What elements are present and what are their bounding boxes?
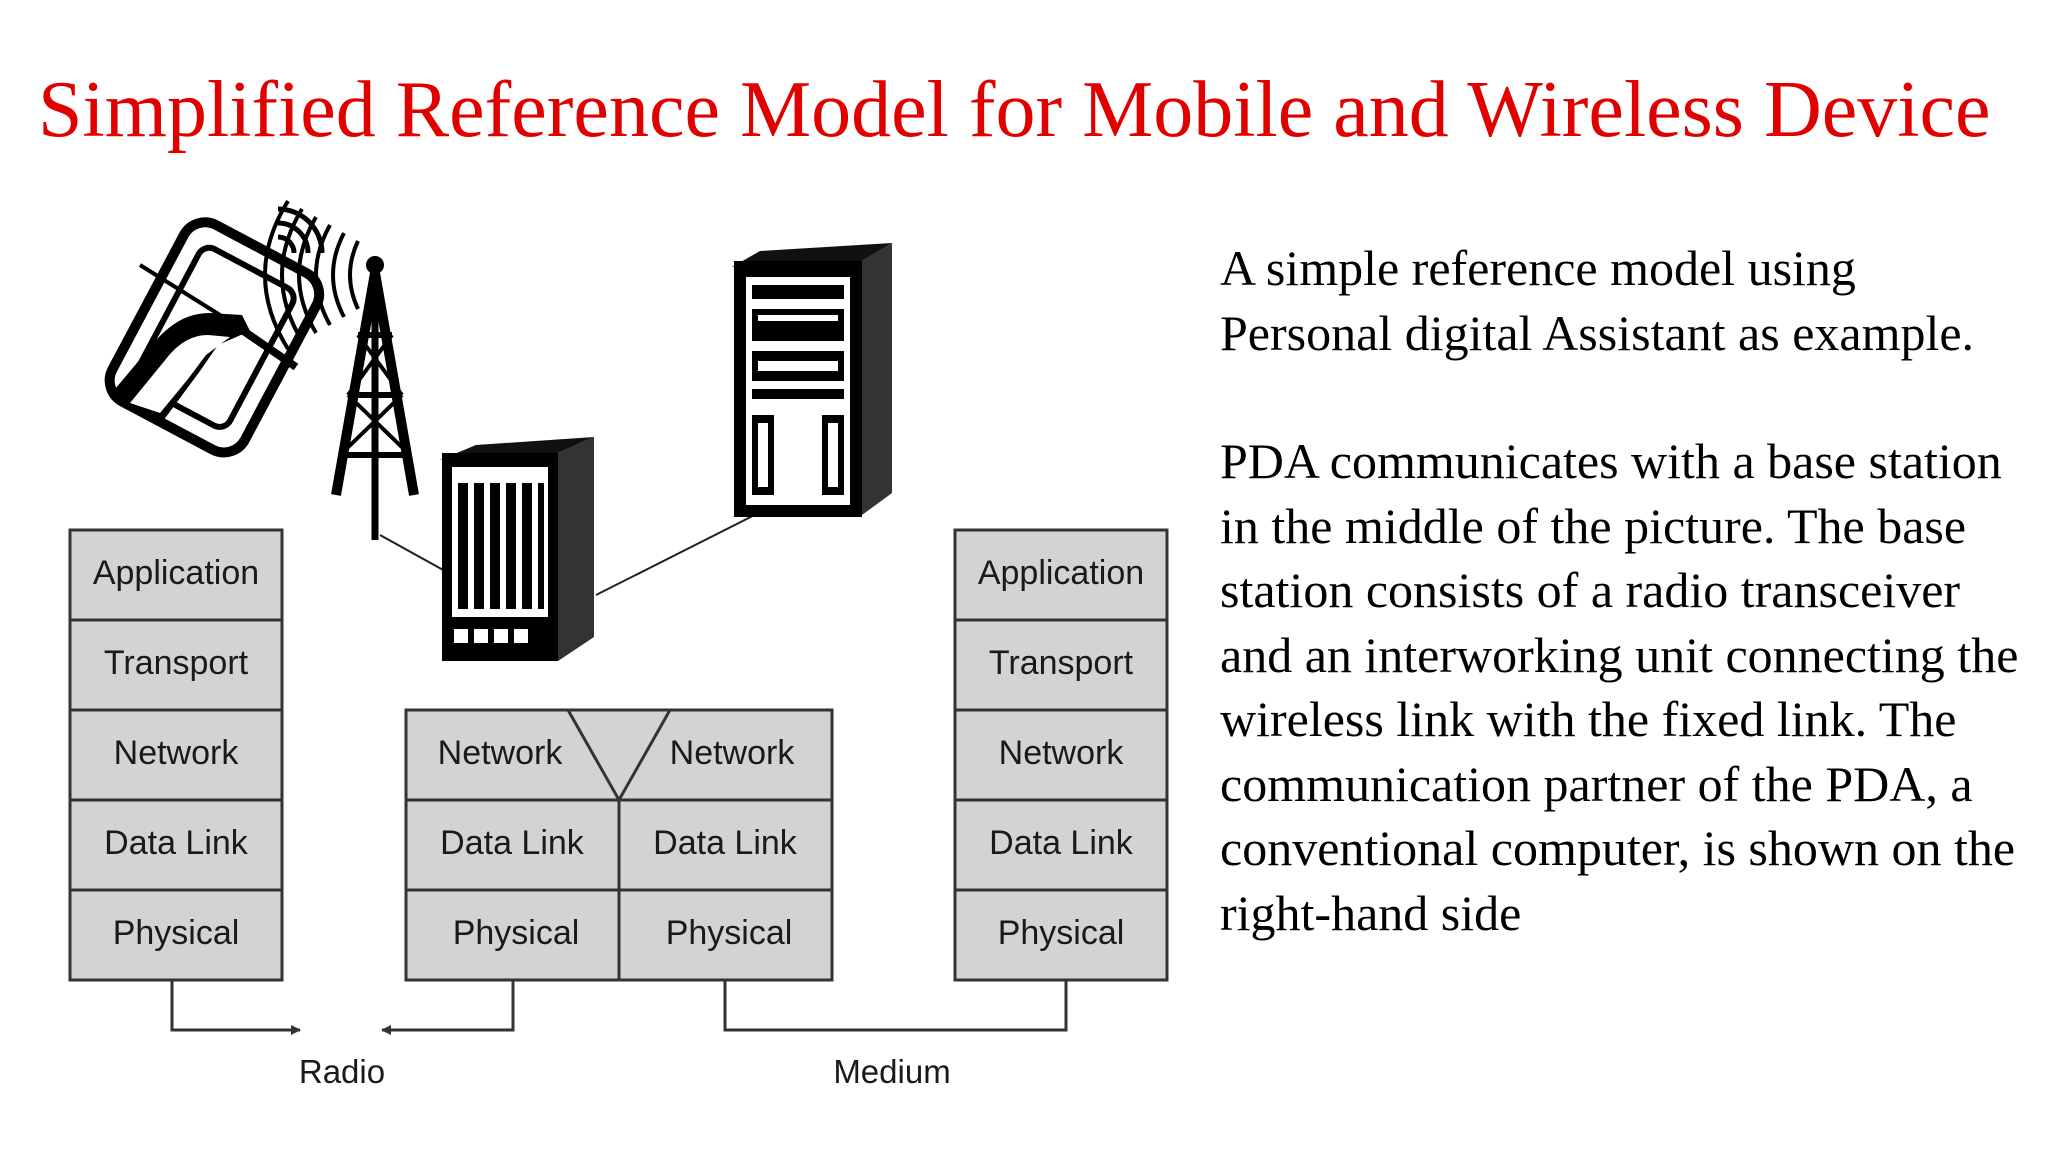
pda-layer-network: Network: [114, 734, 240, 772]
base-layer-physical-right: Physical: [666, 914, 793, 952]
base-layer-data-link-right: Data Link: [653, 824, 798, 862]
radio-link-left-arrow: [170, 980, 301, 1035]
base-station-icon: [440, 437, 594, 661]
medium-label: Medium: [833, 1053, 950, 1090]
base-layer-network-right: Network: [670, 734, 796, 772]
computer-server-icon: [732, 243, 892, 517]
medium-link: [723, 980, 1068, 1032]
base-layer-data-link-left: Data Link: [440, 824, 585, 862]
computer-layer-network: Network: [999, 734, 1125, 772]
computer-layer-data-link: Data Link: [989, 824, 1134, 862]
radio-label: Radio: [299, 1053, 385, 1090]
base-station-stack: Network Network Data Link Data Link Phys…: [404, 708, 834, 982]
base-layer-network-left: Network: [438, 734, 564, 772]
radio-waves-icon: [263, 199, 360, 351]
radio-tower-icon: [331, 256, 419, 540]
radio-link-right-arrow: [381, 980, 515, 1035]
pda-pen-icon: [104, 206, 325, 458]
computer-stack: Application Transport Network Data Link …: [953, 528, 1169, 982]
pda-stack: Application Transport Network Data Link …: [68, 528, 284, 982]
pda-layer-physical: Physical: [113, 914, 240, 952]
computer-layer-transport: Transport: [989, 644, 1134, 682]
pda-layer-application: Application: [93, 554, 259, 592]
description-text: A simple reference model using Personal …: [1220, 236, 2020, 1009]
pda-layer-data-link: Data Link: [104, 824, 249, 862]
slide-title: Simplified Reference Model for Mobile an…: [38, 66, 1991, 154]
description-paragraph-detail: PDA communicates with a base station in …: [1220, 433, 2019, 941]
base-layer-physical-left: Physical: [453, 914, 580, 952]
description-paragraph-intro: A simple reference model using Personal …: [1220, 240, 1975, 361]
pda-layer-transport: Transport: [104, 644, 249, 682]
osi-reference-diagram: Application Transport Network Data Link …: [68, 199, 1169, 1090]
computer-layer-physical: Physical: [998, 914, 1125, 952]
computer-layer-application: Application: [978, 554, 1144, 592]
